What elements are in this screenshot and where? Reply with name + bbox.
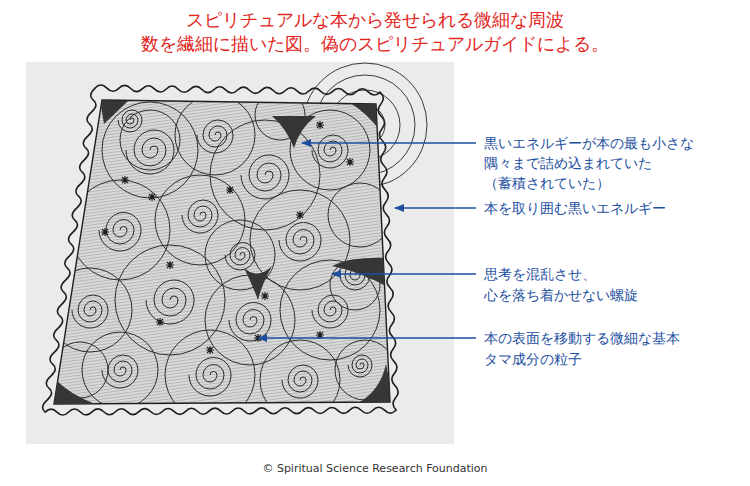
tama-particles bbox=[101, 121, 354, 354]
confusing-spirals bbox=[72, 110, 372, 398]
callout-text: 本の表面を移動する微細な基本 タマ成分の粒子 bbox=[484, 328, 708, 370]
energy-circles bbox=[48, 90, 395, 420]
paper-ground bbox=[26, 62, 454, 444]
callout-text: 思考を混乱させ、 心を落ち着かせない螺旋 bbox=[484, 264, 708, 306]
title: スピリチュアルな本から発せられる微細な周波 数を繊細に描いた図。偽のスピリチュア… bbox=[140, 8, 610, 56]
leader-arrows bbox=[258, 143, 476, 338]
book-body bbox=[54, 100, 390, 404]
copyright-note: © Spiritual Science Research Foundation bbox=[175, 462, 575, 476]
callout-text: 黒いエネルギーが本の最も小さな 隅々まで詰め込まれていた （蓄積されていた） bbox=[484, 133, 708, 193]
leader-arrow bbox=[332, 273, 476, 275]
wavy-border bbox=[43, 85, 399, 415]
leader-arrow bbox=[302, 142, 476, 144]
callout-text: 本を取り囲む黒いエネルギー bbox=[484, 198, 708, 218]
leader-arrow bbox=[258, 337, 476, 339]
black-energy bbox=[52, 100, 394, 406]
leader-arrow bbox=[395, 207, 476, 209]
